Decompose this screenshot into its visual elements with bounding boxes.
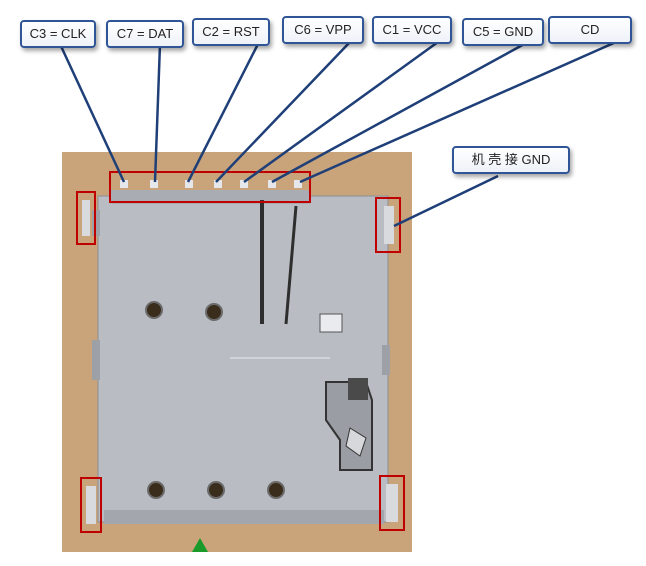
callout-c6-vpp: C6 = VPP — [282, 16, 364, 44]
callout-c1-vcc: C1 = VCC — [372, 16, 452, 44]
shell-tab-top-right-highlight — [375, 197, 401, 253]
shell-tab-bottom-right-highlight — [379, 475, 405, 531]
shell-tab-top-left-highlight — [76, 191, 96, 245]
highlight-boxes — [76, 171, 405, 533]
pin-row-highlight — [109, 171, 311, 203]
callout-c2-rst: C2 = RST — [192, 18, 270, 46]
card-connector-body — [92, 190, 392, 524]
mounting-holes — [145, 301, 285, 499]
callout-shell-gnd: 机 壳 接 GND — [452, 146, 570, 174]
callout-cd: CD — [548, 16, 632, 44]
green-arrow-marker — [192, 538, 208, 552]
contact-pins — [120, 180, 302, 188]
callout-c5-gnd: C5 = GND — [462, 18, 544, 46]
callout-c7-dat: C7 = DAT — [106, 20, 184, 48]
shell-tab-bottom-left-highlight — [80, 477, 102, 533]
leader-lines — [58, 40, 617, 228]
callout-c3-clk: C3 = CLK — [20, 20, 96, 48]
